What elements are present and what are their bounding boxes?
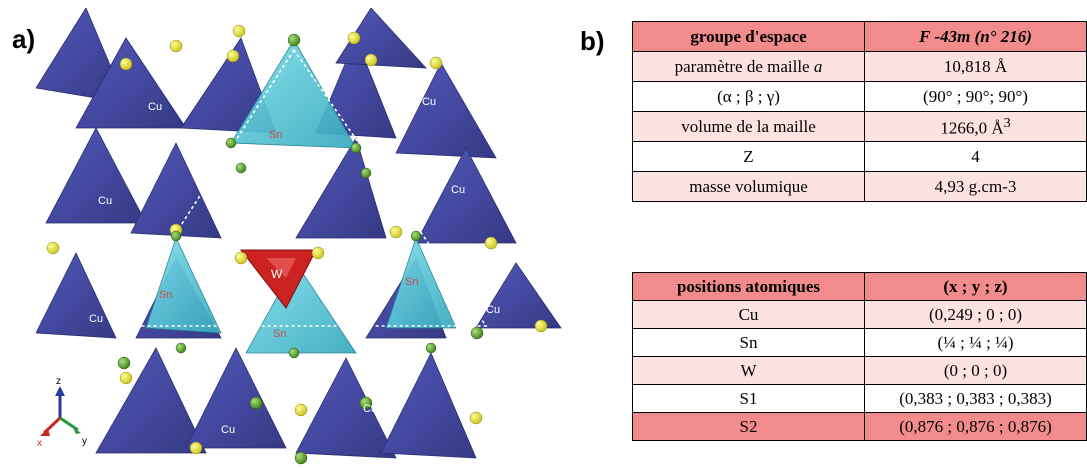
row-position: (0 ; 0 ; 0) [864,356,1087,385]
label-cu: Cu [148,101,162,113]
table-row: Sn (¼ ; ¼ ; ¼) [632,328,1087,357]
atomic-positions-table: positions atomiques (x ; y ; z) Cu (0,24… [632,272,1087,441]
header-space-group-value: F -43m (n° 216) [864,21,1087,52]
row-label: (α ; β ; γ) [632,81,865,112]
table-row: Z 4 [632,141,1087,172]
table-row: W (0 ; 0 ; 0) [632,356,1087,385]
table-row: S2 (0,876 ; 0,876 ; 0,876) [632,412,1087,441]
row-atom: W [632,356,865,385]
axis-y-label: y [82,436,87,447]
label-cu: Cu [486,304,500,316]
table-header-row: groupe d'espace F -43m (n° 216) [632,21,1087,52]
row-value: 10,818 Å [864,51,1087,82]
axis-z-label: z [56,376,61,387]
row-position: (¼ ; ¼ ; ¼) [864,328,1087,357]
table-row: S1 (0,383 ; 0,383 ; 0,383) [632,384,1087,413]
s2-atoms [46,24,548,455]
row-label: volume de la maille [632,111,865,142]
label-cu: Cu [451,184,465,196]
row-atom: S1 [632,384,865,413]
row-atom: S2 [632,412,865,441]
label-sn: Sn [159,289,172,301]
header-space-group: groupe d'espace [632,21,865,52]
label-cu: Cu [89,313,103,325]
row-position: (0,383 ; 0,383 ; 0,383) [864,384,1087,413]
row-value: 1266,0 Å3 [864,111,1087,142]
space-group-table: groupe d'espace F -43m (n° 216) paramètr… [632,21,1087,202]
panel-b-label: b) [580,26,605,56]
row-position: (0,249 ; 0 ; 0) [864,300,1087,329]
table-row: (α ; β ; γ) (90° ; 90°; 90°) [632,81,1087,112]
row-atom: Cu [632,300,865,329]
label-cu: Cu [98,195,112,207]
table-header-row: positions atomiques (x ; y ; z) [632,272,1087,301]
row-label: Z [632,141,865,172]
row-atom: Sn [632,328,865,357]
table-row: paramètre de maille a 10,818 Å [632,51,1087,82]
axis-x-label: x [37,438,42,449]
panel-a-label: a) [12,24,36,54]
label-s2: S2 [528,348,541,360]
row-label: paramètre de maille a [632,51,865,82]
label-sn: Sn [273,328,286,340]
row-value: (90° ; 90°; 90°) [864,81,1087,112]
row-position: (0,876 ; 0,876 ; 0,876) [864,412,1087,441]
label-cu: Cu [221,424,235,436]
table-row: Cu (0,249 ; 0 ; 0) [632,300,1087,329]
row-label: masse volumique [632,171,865,202]
s1-atoms [117,33,484,465]
label-cu: Cu [422,96,436,108]
axes-indicator: z x y [37,376,87,449]
label-sn: Sn [405,276,418,288]
header-positions: positions atomiques [632,272,865,301]
table-row: masse volumique 4,93 g.cm-3 [632,171,1087,202]
sn-tetrahedra [145,39,457,354]
label-s1: S1 [468,348,481,360]
sn-labels: Sn Sn Sn Sn [159,129,418,340]
unit-cell-outline [114,48,488,327]
label-w: W [271,267,283,281]
row-value: 4 [864,141,1087,172]
label-cu: Cu [363,403,377,415]
atom-labels: Cu Cu Cu Cu Cu Cu Cu Cu [89,96,500,436]
header-xyz: (x ; y ; z) [864,272,1087,301]
label-sn: Sn [269,129,282,141]
cu-tetrahedra [36,8,562,459]
row-value: 4,93 g.cm-3 [864,171,1087,202]
crystal-structure-figure: Cu Cu Cu Cu Cu Cu Cu Cu Sn Sn Sn Sn W S1… [36,8,562,465]
table-row: volume de la maille 1266,0 Å3 [632,111,1087,142]
w-tetrahedron [239,249,317,309]
